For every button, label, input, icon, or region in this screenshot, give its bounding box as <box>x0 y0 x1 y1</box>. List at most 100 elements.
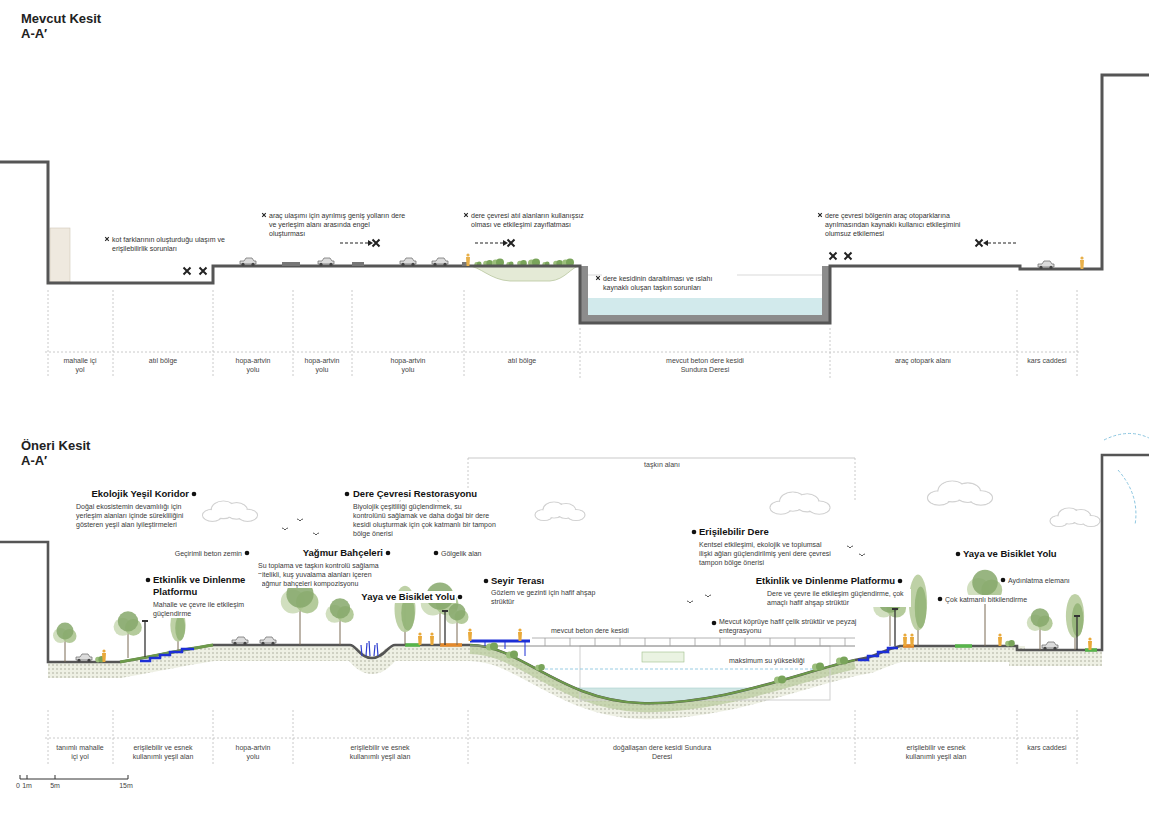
feature-text: Gözlem ve gezinti için hafif ahşap strük… <box>490 588 600 606</box>
problem-note: araç ulaşımı için ayrılmış geniş yolları… <box>268 211 408 238</box>
car-wheel <box>1043 647 1046 650</box>
bridge-post <box>645 638 646 646</box>
car <box>1038 261 1054 269</box>
stream-bank-vegetation <box>470 650 855 708</box>
feature-heading: Seyir Terası <box>490 575 545 587</box>
person-body <box>418 636 422 645</box>
car-wheel <box>87 659 90 662</box>
car-wheel <box>241 263 244 266</box>
cross-mark <box>200 268 207 275</box>
feature-heading: Yaya ve Bisiklet Yolu <box>360 591 456 603</box>
bridge-post <box>745 638 746 646</box>
lamp-head <box>1074 615 1080 617</box>
car-wheel <box>77 659 80 662</box>
bridge-post <box>620 638 621 646</box>
bullet-dot <box>956 552 961 557</box>
zone-label: tanımlı mahalle içi yol <box>53 744 108 762</box>
cloud-fill <box>970 492 992 505</box>
scale-label: 15m <box>118 782 134 791</box>
feature-heading: Etkinlik ve Dinlenme Platformu <box>755 575 896 587</box>
feature-heading: Yağmur Bahçeleri <box>302 547 384 559</box>
bird <box>313 533 319 535</box>
cloud <box>928 481 993 505</box>
arrow-head <box>503 240 508 246</box>
person <box>102 649 106 662</box>
bullet-dot <box>146 578 151 583</box>
scale-tick <box>128 775 129 779</box>
shrub <box>506 651 518 659</box>
feature-note: maksimum su yüksekliği <box>728 656 805 665</box>
rain-garden-plant <box>374 645 375 656</box>
feature-text: Kentsel etkileşimi, ekolojik ve toplumsa… <box>698 540 833 567</box>
zone-divider <box>1017 710 1018 765</box>
zone-label: hopa-artvin yolu <box>232 744 274 762</box>
person <box>468 628 472 641</box>
feature-note: Gölgelik alan <box>440 549 482 558</box>
car <box>318 258 334 266</box>
person-head <box>430 632 433 635</box>
car-wheel <box>233 642 236 645</box>
feature-text: Doğal ekosistemin devamlılığı için yerle… <box>75 502 193 529</box>
soil-band <box>48 653 1102 711</box>
car-wheel <box>411 263 414 266</box>
car <box>232 637 248 645</box>
scale-label: 5m <box>49 782 61 791</box>
flood-zone-line <box>468 458 855 459</box>
lamp-post <box>442 610 448 645</box>
tree-canopy <box>915 587 927 629</box>
person-head <box>102 649 105 652</box>
bird <box>705 595 711 597</box>
feature-note: Çok katmanlı bitkilendirme <box>944 595 1028 604</box>
shrub <box>812 663 824 671</box>
car-wheel <box>329 263 332 266</box>
lamp-head <box>442 610 448 612</box>
person-body <box>430 636 434 645</box>
arrow-head <box>983 240 988 246</box>
shrub <box>486 643 498 651</box>
cross-mark <box>596 276 600 280</box>
feature-note: Mevcut köprüye hafif çelik strüktür ve p… <box>718 617 873 635</box>
car-wheel <box>401 263 404 266</box>
person <box>1080 256 1084 269</box>
zone-divider <box>352 290 353 378</box>
bullet-dot <box>938 597 943 602</box>
zone-label: hopa-artvin yolu <box>232 357 274 375</box>
steps <box>140 649 194 661</box>
bird <box>282 528 288 530</box>
person <box>430 632 434 645</box>
dashed-arrow-line <box>988 242 1016 243</box>
scale-label: 0 <box>15 782 21 791</box>
lamp-head <box>142 620 148 622</box>
lamp-post <box>142 620 148 657</box>
bridge-post <box>695 638 696 646</box>
car-wheel <box>1049 266 1052 269</box>
cross-mark <box>105 237 109 241</box>
path-strip <box>405 643 420 647</box>
flow-arrow <box>1104 433 1149 440</box>
tree <box>326 598 354 645</box>
bird <box>297 519 303 521</box>
person-body <box>998 637 1002 646</box>
road-median <box>282 262 300 266</box>
zone-label: hopa-artvin yolu <box>387 357 429 375</box>
bridge-post <box>595 638 596 646</box>
lamp-pole <box>144 622 145 657</box>
bullet-dot <box>345 492 350 497</box>
shrub-leaf <box>840 657 848 665</box>
person-body <box>468 632 472 641</box>
car-wheel <box>243 642 246 645</box>
person <box>903 633 907 646</box>
ground-profile <box>0 75 1149 323</box>
person-body <box>102 653 106 662</box>
bridge-post <box>545 638 546 646</box>
car-wheel <box>271 642 274 645</box>
tree-canopy <box>57 623 74 640</box>
zone-label: erişilebilir ve esnek kullanımlı yeşil a… <box>891 744 981 762</box>
cross-mark <box>464 213 468 217</box>
feature-text: Biyolojik çeşitliliği güçlendirmek, su k… <box>352 502 497 538</box>
shrub <box>774 676 786 684</box>
tree <box>281 581 319 645</box>
section-title: Mevcut Kesit <box>20 12 102 27</box>
bird <box>859 554 865 556</box>
person-body <box>466 257 470 266</box>
